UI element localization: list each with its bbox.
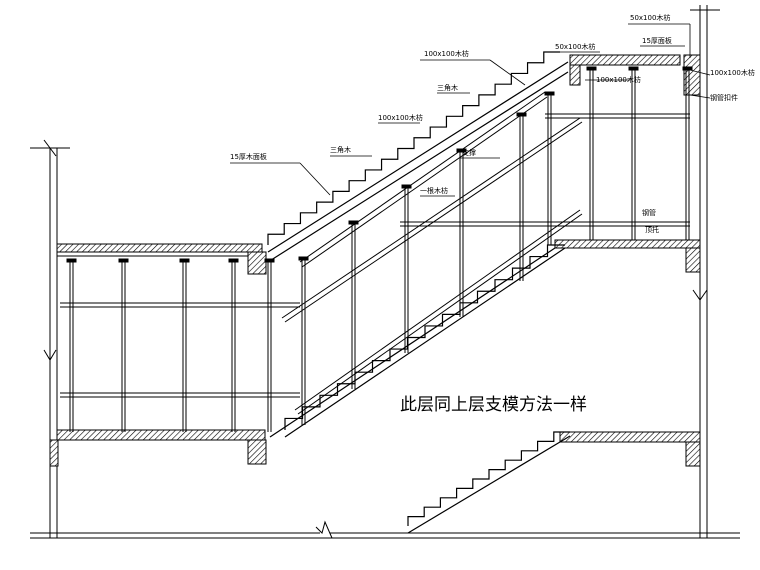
label-wood-100x100-mid: 100x100木枋 xyxy=(424,49,469,58)
post-cap xyxy=(628,66,639,71)
support-posts xyxy=(66,66,693,432)
post-cap xyxy=(586,66,597,71)
landing-slab-left xyxy=(49,243,267,467)
label-beam-100x100-right: 100x100木枋 xyxy=(710,68,755,77)
post-cap xyxy=(348,220,359,225)
same-method-note: 此层同上层支模方法一样 xyxy=(400,395,587,415)
post-cap xyxy=(179,258,190,263)
horizontal-tubes xyxy=(60,91,690,415)
post-cap xyxy=(228,258,239,263)
label-beam-50x100-mid: 50x100木枋 xyxy=(555,42,595,51)
label-scaffold-clamp: 钢管扣件 xyxy=(710,93,738,102)
landing-slab-right xyxy=(554,54,701,467)
post-cap xyxy=(118,258,129,263)
post-cap xyxy=(66,258,77,263)
label-brace-2: 支撑 xyxy=(462,148,476,157)
label-jack: 顶托 xyxy=(645,225,659,234)
lower-stair-flight xyxy=(407,431,571,534)
building-outline xyxy=(30,5,740,539)
upper-stair-flight xyxy=(267,51,569,263)
leader-lines xyxy=(230,23,711,197)
middle-stair-flight xyxy=(269,244,566,438)
post-cap xyxy=(264,258,275,263)
label-tube: 钢管 xyxy=(642,208,656,217)
label-plank-15-top: 15厚面板 xyxy=(642,36,672,45)
annotation-labels: 50x100木枋 15厚面板 50x100木枋 100x100木枋 100x10… xyxy=(230,13,755,234)
label-beam-50x100-top: 50x100木枋 xyxy=(630,13,670,22)
label-wood-100x100-top: 100x100木枋 xyxy=(596,75,641,84)
label-plank-15-mid: 15厚木面板 xyxy=(230,152,267,161)
label-triangle-wood-upper: 三角木 xyxy=(437,83,458,92)
label-triangle-wood-lower: 三角木 xyxy=(330,145,351,154)
label-wood-100x100-brace: 100x100木枋 xyxy=(378,113,423,122)
label-pole: 一根木枋 xyxy=(420,186,448,195)
post-cap xyxy=(682,66,693,71)
post-cap xyxy=(544,91,555,96)
